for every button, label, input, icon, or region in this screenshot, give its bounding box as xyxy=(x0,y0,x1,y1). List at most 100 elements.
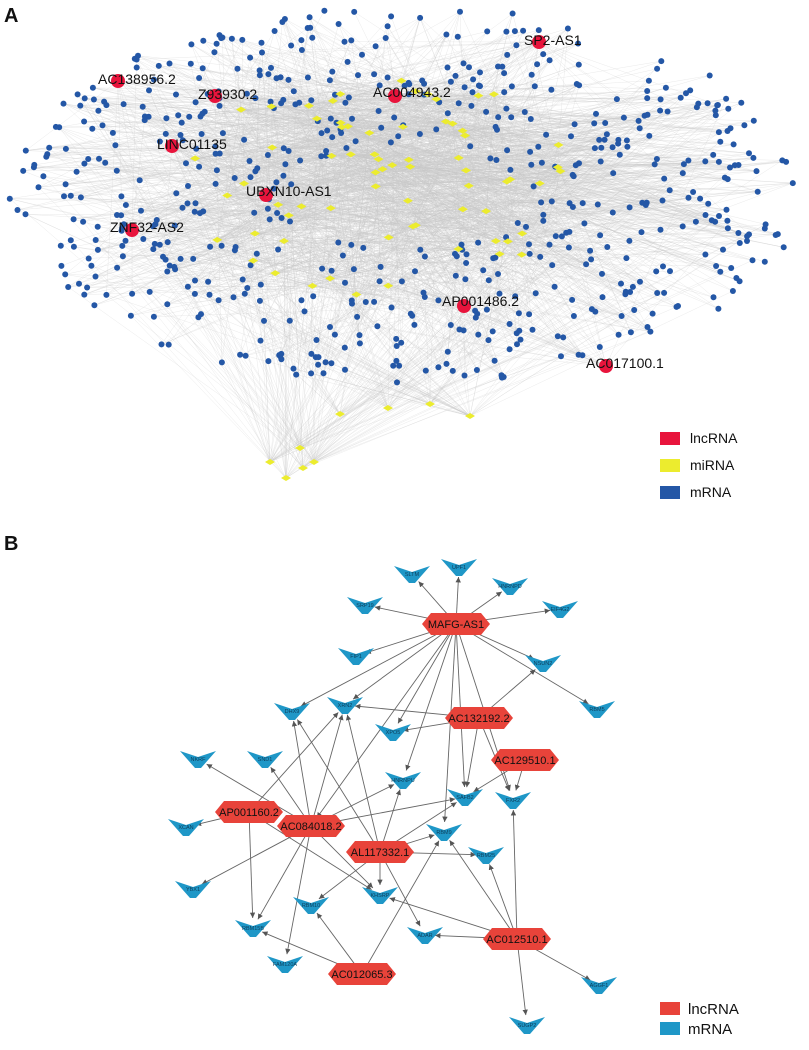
mirna-node xyxy=(403,156,414,163)
panel-a-legend: lncRNA miRNA mRNA xyxy=(660,430,738,500)
mrna-node xyxy=(241,290,248,297)
mrna-node xyxy=(385,772,421,789)
mrna-node xyxy=(506,321,513,327)
lncrna-node xyxy=(532,35,546,49)
mrna-node xyxy=(528,161,535,168)
mrna-node xyxy=(122,202,129,208)
mrna-node xyxy=(398,339,405,346)
mrna-node xyxy=(579,701,615,718)
mrna-node xyxy=(492,254,499,261)
mrna-node xyxy=(715,305,722,312)
mrna-node xyxy=(702,212,709,218)
mrna-node xyxy=(180,751,216,768)
mrna-node xyxy=(282,161,289,168)
mrna-node xyxy=(396,362,403,369)
mrna-node xyxy=(624,143,631,150)
interaction-edge xyxy=(248,822,256,919)
mrna-node xyxy=(558,353,564,360)
mrna-node xyxy=(417,14,424,21)
mrna-node xyxy=(329,134,336,141)
mrna-node xyxy=(127,312,134,319)
mrna-node xyxy=(290,365,297,372)
mrna-node xyxy=(192,99,199,106)
mirna-node xyxy=(396,77,407,84)
mrna-label: XPO5 xyxy=(386,730,401,736)
mrna-node xyxy=(602,120,609,126)
mrna-node xyxy=(247,54,254,61)
mrna-node xyxy=(348,297,355,304)
mrna-node xyxy=(256,67,263,74)
mrna-node xyxy=(538,159,545,166)
mrna-node xyxy=(211,49,218,56)
lncrna-label: ZNF32-AS2 xyxy=(110,219,184,235)
mrna-node xyxy=(382,35,389,41)
mrna-node xyxy=(469,89,476,96)
mrna-label: SUGP2 xyxy=(518,1023,537,1029)
mrna-node xyxy=(444,110,451,117)
mrna-node xyxy=(527,148,534,155)
mirna-node xyxy=(383,282,394,289)
mrna-label: RBM25 xyxy=(477,853,495,859)
mrna-node xyxy=(736,278,743,285)
mrna-node xyxy=(761,225,768,232)
mrna-node xyxy=(85,255,92,262)
mrna-node xyxy=(407,927,443,944)
mrna-node xyxy=(60,100,67,107)
legend-b-swatch-lncrna xyxy=(660,1002,680,1015)
mrna-node xyxy=(616,151,623,158)
mrna-node xyxy=(568,133,574,140)
mrna-node xyxy=(623,137,630,144)
mrna-node xyxy=(514,341,520,348)
mrna-label: HNRNPD xyxy=(498,584,522,590)
mrna-label: RBM10 xyxy=(302,903,320,909)
mrna-node xyxy=(57,242,64,249)
lncrna-node xyxy=(111,74,125,88)
mrna-node xyxy=(569,204,576,210)
mrna-node xyxy=(452,272,459,279)
mrna-node xyxy=(199,65,206,72)
mrna-node xyxy=(237,351,244,358)
mrna-node xyxy=(270,185,277,192)
mrna-node xyxy=(717,268,724,275)
mrna-node xyxy=(119,253,126,260)
mrna-node xyxy=(332,91,338,98)
mrna-node xyxy=(535,143,542,150)
panel-a-letter: A xyxy=(4,5,18,27)
mrna-node xyxy=(149,223,156,230)
mrna-node xyxy=(581,977,617,994)
mirna-node xyxy=(431,96,442,103)
mrna-node xyxy=(319,265,326,272)
mrna-node xyxy=(91,302,98,309)
lncrna-label: MAFG-AS1 xyxy=(428,619,484,631)
lncrna-label: UBXN10-AS1 xyxy=(246,183,332,199)
mrna-node xyxy=(287,218,293,225)
mrna-node xyxy=(735,230,742,236)
mirna-node xyxy=(440,118,451,125)
mirna-node xyxy=(453,246,464,253)
mrna-node xyxy=(527,116,534,122)
mrna-node xyxy=(90,96,97,103)
mrna-node xyxy=(647,328,654,335)
mrna-node xyxy=(52,123,59,130)
mrna-node xyxy=(372,43,379,50)
legend-swatch-mirna xyxy=(660,459,680,472)
mirna-node xyxy=(265,459,275,465)
mrna-node xyxy=(252,168,259,175)
mrna-node xyxy=(475,239,482,246)
mrna-node xyxy=(351,8,358,15)
mrna-node xyxy=(206,291,213,298)
mrna-node xyxy=(723,206,730,213)
mrna-node xyxy=(558,233,565,240)
mrna-node xyxy=(61,193,67,200)
mrna-node xyxy=(596,344,603,350)
mirna-node xyxy=(303,102,314,109)
mrna-node xyxy=(186,113,193,120)
mrna-node xyxy=(517,336,524,343)
mrna-node xyxy=(265,71,272,78)
mrna-node xyxy=(575,40,582,47)
mrna-node xyxy=(727,164,733,171)
lncrna-node xyxy=(457,299,471,313)
mrna-node xyxy=(702,158,709,165)
mrna-node xyxy=(569,171,576,178)
mrna-node xyxy=(712,107,719,114)
